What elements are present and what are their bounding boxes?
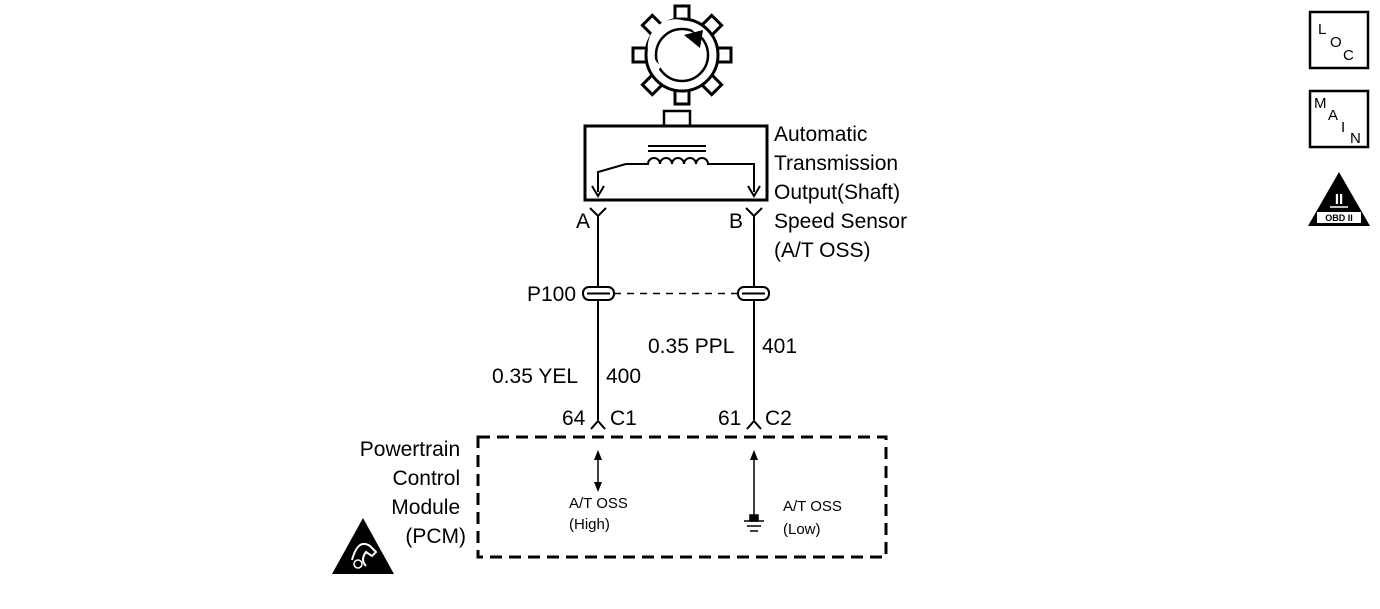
- connector-c1-label: C1: [610, 407, 637, 430]
- loc-letter-c: C: [1343, 47, 1354, 64]
- wire-left-spec: 0.35 YEL: [492, 365, 578, 388]
- obd-text: OBD II: [1325, 213, 1353, 223]
- pin-a-connector: [589, 207, 607, 218]
- sensor-coil-icon: [597, 145, 755, 192]
- inline-connector-p100: [582, 286, 770, 301]
- signal-low-arrow: [750, 450, 758, 516]
- reluctor-wheel-icon: [631, 4, 733, 106]
- signal-high-label: A/T OSS (High): [569, 495, 632, 533]
- obd-ii-icon[interactable]: II OBD II: [1308, 172, 1370, 226]
- main-letter-m: M: [1314, 95, 1327, 112]
- sensor-tip: [662, 109, 692, 128]
- ground-icon: [744, 514, 764, 532]
- pin-64-label: 64: [562, 407, 586, 430]
- obd-numeral: II: [1335, 191, 1343, 208]
- loc-letter-l: L: [1318, 21, 1326, 38]
- connector-id-label: P100: [527, 283, 576, 306]
- signal-low-label: A/T OSS (Low): [783, 498, 846, 538]
- pin-61-label: 61: [718, 407, 741, 430]
- pin-a-label: A: [576, 210, 590, 233]
- pin-b-label: B: [729, 210, 743, 233]
- main-letter-i: I: [1341, 119, 1345, 136]
- terminal-c2: [746, 419, 762, 430]
- loc-letter-o: O: [1330, 34, 1342, 51]
- main-button[interactable]: M A I N: [1308, 89, 1370, 149]
- sensor-name: Automatic Transmission Output(Shaft) Spe…: [774, 123, 913, 262]
- connector-c2-label: C2: [765, 407, 792, 430]
- main-letter-n: N: [1350, 130, 1361, 147]
- pin-b-connector: [745, 207, 763, 218]
- pcm-name: Powertrain Control Module (PCM): [360, 438, 466, 548]
- pcm-box: [476, 435, 888, 559]
- wire-left-circuit: 400: [606, 365, 641, 388]
- wire-right-spec: 0.35 PPL: [648, 335, 734, 358]
- main-letter-a: A: [1328, 107, 1338, 124]
- wire-right-circuit: 401: [762, 335, 797, 358]
- signal-high-arrow: [594, 450, 602, 492]
- loc-button[interactable]: L O C: [1308, 10, 1370, 70]
- terminal-c1: [590, 419, 606, 430]
- esd-warning-icon: [332, 518, 394, 574]
